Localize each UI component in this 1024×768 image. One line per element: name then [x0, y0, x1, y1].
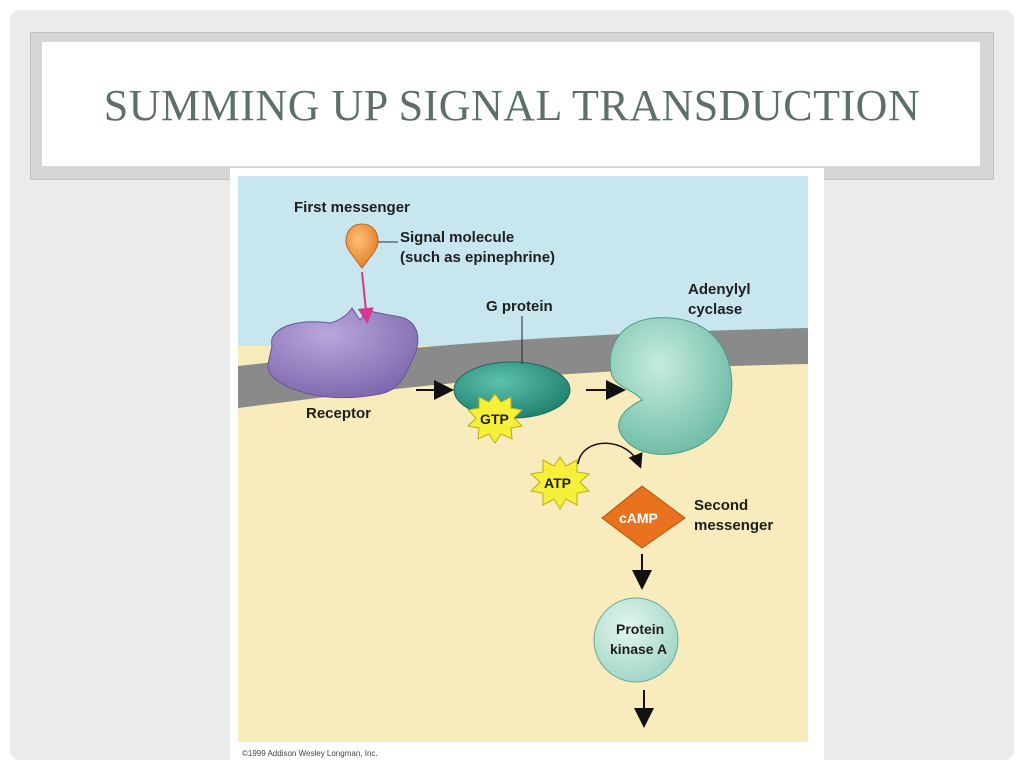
adenylyl-cyclase-label-1: Adenylyl	[688, 281, 751, 298]
camp-label: cAMP	[619, 510, 658, 526]
binding-arrow	[357, 271, 374, 324]
slide-title: SUMMING UP SIGNAL TRANSDUCTION	[103, 81, 921, 130]
first-messenger-label: First messenger	[294, 199, 410, 216]
protein-kinase-label-2: kinase A	[610, 641, 667, 657]
diagram-svg: First messenger Signal molecule (such as…	[238, 176, 808, 758]
gtp-label: GTP	[480, 411, 509, 427]
title-box	[42, 42, 980, 166]
second-messenger-label-2: messenger	[694, 517, 773, 534]
protein-kinase-a-circle	[593, 597, 679, 683]
atp-label: ATP	[544, 475, 571, 491]
receptor-label: Receptor	[306, 405, 371, 422]
signal-transduction-figure: First messenger Signal molecule (such as…	[230, 168, 824, 762]
camp-diamond-icon	[601, 485, 686, 549]
protein-kinase-label-1: Protein	[616, 621, 664, 637]
second-messenger-label-1: Second	[694, 497, 748, 514]
g-protein-label: G protein	[486, 298, 553, 315]
signal-molecule-label-1: Signal molecule	[400, 229, 514, 246]
copyright-text: ©1999 Addison Wesley Longman, Inc.	[242, 749, 378, 758]
receptor-shape	[267, 307, 419, 399]
gtp-star-icon	[466, 393, 524, 444]
signal-molecule-icon	[345, 223, 379, 269]
adenylyl-cyclase-shape	[609, 317, 733, 455]
arrow-atp-to-camp	[577, 442, 643, 469]
atp-star-icon	[529, 456, 591, 510]
extracellular-space	[238, 176, 808, 346]
adenylyl-cyclase-label-2: cyclase	[688, 301, 742, 318]
signal-molecule-label-2: (such as epinephrine)	[400, 249, 555, 266]
